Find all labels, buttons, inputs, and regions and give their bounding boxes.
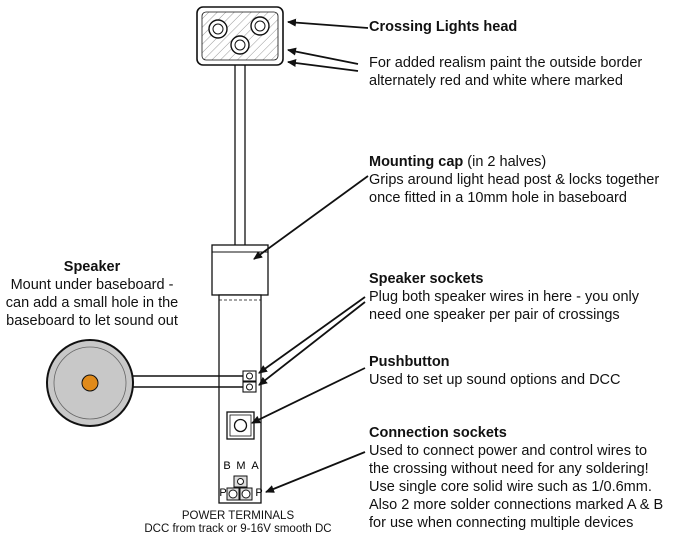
pushbutton <box>226 411 255 440</box>
paint-note-line-1: For added realism paint the outside bord… <box>369 55 643 71</box>
arrow-pushbutton <box>251 367 366 424</box>
cap-title: Mounting cap <box>369 154 464 170</box>
arrow-head <box>287 18 369 29</box>
speaker <box>46 339 134 427</box>
speaker-title: Speaker <box>63 259 121 275</box>
pushbutton-desc: Used to set up sound options and DCC <box>369 372 621 388</box>
connection-terminals: B M A P P <box>219 460 263 501</box>
arrow-socket-1 <box>258 296 366 374</box>
arrow-socket-2 <box>258 301 366 386</box>
power-terminals-desc: DCC from track or 9-16V smooth DC <box>144 523 332 535</box>
connection-desc-line-3: Use single core solid wire such as 1/0.6… <box>369 479 652 495</box>
mounting-cap <box>211 244 269 300</box>
pushbutton-title: Pushbutton <box>369 354 450 370</box>
speaker-desc-line-3: baseboard to let sound out <box>6 313 178 329</box>
connection-desc-line-5: for use when connecting multiple devices <box>369 515 634 531</box>
paint-note-line-2: alternately red and white where marked <box>369 73 623 89</box>
light-post <box>234 65 246 245</box>
speaker-sockets-desc-line-1: Plug both speaker wires in here - you on… <box>369 289 640 305</box>
speaker-desc-line-1: Mount under baseboard - <box>10 277 174 293</box>
pin-p-left-label: P <box>219 487 226 499</box>
pin-b-label: B <box>223 460 230 472</box>
cap-heading: Mounting cap (in 2 halves) <box>369 153 546 171</box>
speaker-wires <box>115 375 245 388</box>
lamp-right <box>250 16 270 36</box>
connection-desc-line-1: Used to connect power and control wires … <box>369 443 648 459</box>
circuit-board <box>218 294 262 504</box>
connection-desc-line-2: the crossing without need for any solder… <box>369 461 649 477</box>
speaker-desc-line-2: can add a small hole in the <box>5 295 179 311</box>
lamp-left <box>208 19 228 39</box>
power-terminals-title: POWER TERMINALS <box>181 510 295 522</box>
arrow-paint-1 <box>287 47 359 65</box>
arrow-paint-2 <box>287 59 359 72</box>
connection-desc-line-4: Also 2 more solder connections marked A … <box>369 497 664 513</box>
callout-arrows <box>251 18 369 493</box>
head-title: Crossing Lights head <box>369 19 518 35</box>
arrow-connection <box>265 451 366 493</box>
pin-a-label: A <box>251 460 259 472</box>
lamp-bottom <box>230 35 250 55</box>
lights-head <box>196 6 284 66</box>
cap-subtitle: (in 2 halves) <box>463 154 547 170</box>
speaker-sockets-title: Speaker sockets <box>369 271 484 287</box>
arrow-cap <box>253 175 369 260</box>
cap-desc-line-1: Grips around light head post & locks tog… <box>369 172 660 188</box>
pin-p-right-label: P <box>255 487 262 499</box>
speaker-sockets-desc-line-2: need one speaker per pair of crossings <box>369 307 620 323</box>
pin-m-label: M <box>236 460 245 472</box>
connection-title: Connection sockets <box>369 425 507 441</box>
speaker-socket-top <box>242 370 257 382</box>
speaker-socket-bottom <box>242 381 257 393</box>
cap-desc-line-2: once fitted in a 10mm hole in baseboard <box>369 190 627 206</box>
